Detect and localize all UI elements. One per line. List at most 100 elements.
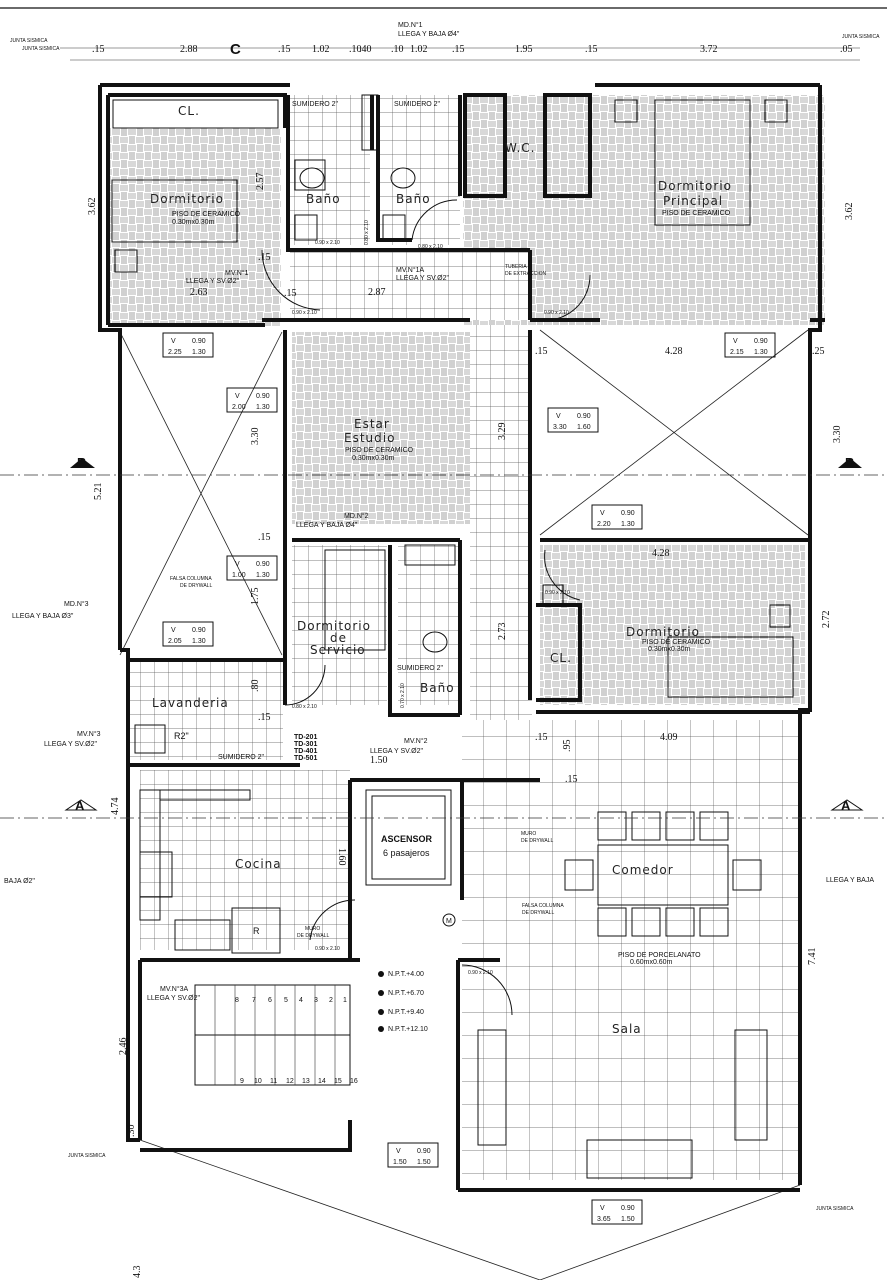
- svg-text:13: 13: [302, 1078, 310, 1085]
- dim-428b: 4.28: [652, 548, 670, 559]
- svg-text:1.30: 1.30: [192, 638, 206, 645]
- svg-text:14: 14: [318, 1078, 326, 1085]
- dim-175: 1.75: [250, 588, 261, 606]
- svg-text:1.30: 1.30: [256, 572, 270, 579]
- mv1a-desc: LLEGA Y SV.Ø2": [396, 275, 449, 282]
- room-lavanderia: Lavanderia: [152, 696, 229, 710]
- door-label-1: 0.90 x 2.10: [292, 310, 317, 316]
- svg-text:3.30: 3.30: [553, 424, 567, 431]
- dim-top-10b: .10: [391, 44, 404, 55]
- window-label-6: V 0.90 1.00 1.30: [232, 561, 270, 579]
- dim-15d: .15: [535, 732, 548, 743]
- mv3a-label: MV.N°3A: [160, 985, 189, 993]
- muro-2-desc: DE DRYWALL: [297, 933, 329, 939]
- svg-text:2.05: 2.05: [168, 638, 182, 645]
- section-markers: [0, 458, 887, 819]
- room-wc: W.C.: [505, 141, 536, 155]
- door-label-v1: 0.80 x 2.10: [364, 220, 370, 245]
- room-dorm-servicio-3: Servicio: [310, 643, 366, 657]
- stairs: [194, 984, 351, 1086]
- svg-text:2.20: 2.20: [597, 521, 611, 528]
- window-boxes: [162, 332, 776, 1225]
- md2-desc: LLEGA Y BAJA Ø4": [296, 522, 358, 529]
- dim-top-288: 2.88: [180, 44, 198, 55]
- svg-text:2: 2: [329, 997, 333, 1004]
- dim-left-246: 2.46: [118, 1038, 129, 1056]
- axis-a-right: A: [841, 798, 851, 813]
- dim-287: 2.87: [368, 287, 386, 298]
- svg-text:0.90: 0.90: [256, 561, 270, 568]
- dim-15b: .15: [284, 288, 297, 299]
- svg-text:10: 10: [254, 1078, 262, 1085]
- svg-text:V: V: [396, 1148, 401, 1155]
- dim-top-15c: .15: [452, 44, 465, 55]
- svg-text:V: V: [733, 338, 738, 345]
- svg-text:1.00: 1.00: [232, 572, 246, 579]
- dim-top-40: .40: [359, 44, 372, 55]
- dim-top-15d: .15: [585, 44, 598, 55]
- dim-15e: .15: [258, 532, 271, 543]
- mv2-label: MV.N°2: [404, 737, 428, 745]
- svg-text:2.00: 2.00: [232, 404, 246, 411]
- md3-label: MD.N°3: [64, 600, 89, 608]
- td-501: TD-501: [294, 755, 317, 762]
- door-label-8: 0.90 x 2.10: [315, 240, 340, 246]
- muro-2: MURO: [305, 926, 320, 932]
- dim-263: 2.63: [190, 287, 208, 298]
- muro-1: MURO: [521, 831, 536, 837]
- dim-330a: 3.30: [250, 428, 261, 446]
- axis-b-right: B: [845, 455, 854, 470]
- window-label-9: V 0.90 3.65 1.50: [597, 1205, 635, 1223]
- npt-3: N.P.T.+9.40: [388, 1009, 424, 1016]
- stair-numbers-top: 8 7 6 5 4 3 2 1: [235, 997, 347, 1004]
- md3-desc: LLEGA Y BAJA Ø3": [12, 613, 74, 620]
- door-label-v2: 0.70 x 2.10: [400, 683, 406, 708]
- dim-95: .95: [562, 740, 573, 753]
- dim-left-30: .30: [126, 1125, 137, 1138]
- svg-text:0.90: 0.90: [192, 627, 206, 634]
- dim-15f: .15: [258, 712, 271, 723]
- dim-top-15b: .15: [278, 44, 291, 55]
- baja-left: BAJA Ø2": [4, 878, 35, 885]
- dim-top-372: 3.72: [700, 44, 718, 55]
- svg-text:V: V: [171, 338, 176, 345]
- svg-text:1.50: 1.50: [621, 1216, 635, 1223]
- svg-text:3.65: 3.65: [597, 1216, 611, 1223]
- falsa-columna-1-desc: DE DRYWALL: [180, 583, 212, 589]
- dim-top-195: 1.95: [515, 44, 533, 55]
- svg-text:8: 8: [235, 997, 239, 1004]
- door-label-3: 0.90 x 2.10: [544, 310, 569, 316]
- falsa-columna-2: FALSA COLUMNA: [522, 903, 564, 909]
- td-201: TD-201: [294, 734, 317, 741]
- svg-text:1.50: 1.50: [393, 1159, 407, 1166]
- npt-2: N.P.T.+6.70: [388, 990, 424, 997]
- svg-text:V: V: [600, 1205, 605, 1212]
- r2-label: R2": [174, 731, 189, 741]
- svg-text:0.90: 0.90: [417, 1148, 431, 1155]
- svg-text:1.60: 1.60: [577, 424, 591, 431]
- room-dorm-right-size: 0.30mx0.30m: [648, 646, 691, 653]
- dim-right-362: 3.62: [844, 203, 855, 221]
- room-sala-size: 0.60mx0.60m: [630, 959, 673, 966]
- svg-text:16: 16: [350, 1078, 358, 1085]
- floor-tiles: [108, 95, 825, 1180]
- mv1a-label: MV.N°1A: [396, 266, 425, 274]
- room-dorm-right-floor: PISO DE CERAMICO: [642, 639, 711, 646]
- room-estar-size: 0.30mx0.30m: [352, 455, 395, 462]
- sumidero-4: SUMIDERO 2": [218, 754, 265, 761]
- svg-text:V: V: [235, 561, 240, 568]
- svg-text:2.25: 2.25: [168, 349, 182, 356]
- fridge-label: R: [253, 926, 260, 936]
- svg-text:0.90: 0.90: [621, 1205, 635, 1212]
- svg-text:1: 1: [343, 997, 347, 1004]
- room-dorm-principal-floor: PISO DE CERAMICO: [662, 210, 731, 217]
- npt-4: N.P.T.+12.10: [388, 1026, 428, 1033]
- room-dormitorio-size: 0.30mx0.30m: [172, 219, 215, 226]
- dim-top-102b: 1.02: [410, 44, 428, 55]
- svg-text:1.30: 1.30: [256, 404, 270, 411]
- dim-160: 1.60: [336, 848, 347, 866]
- room-dorm-servicio-1: Dormitorio: [297, 619, 371, 633]
- junta-sismica-1: JUNTA SISMICA: [10, 38, 48, 44]
